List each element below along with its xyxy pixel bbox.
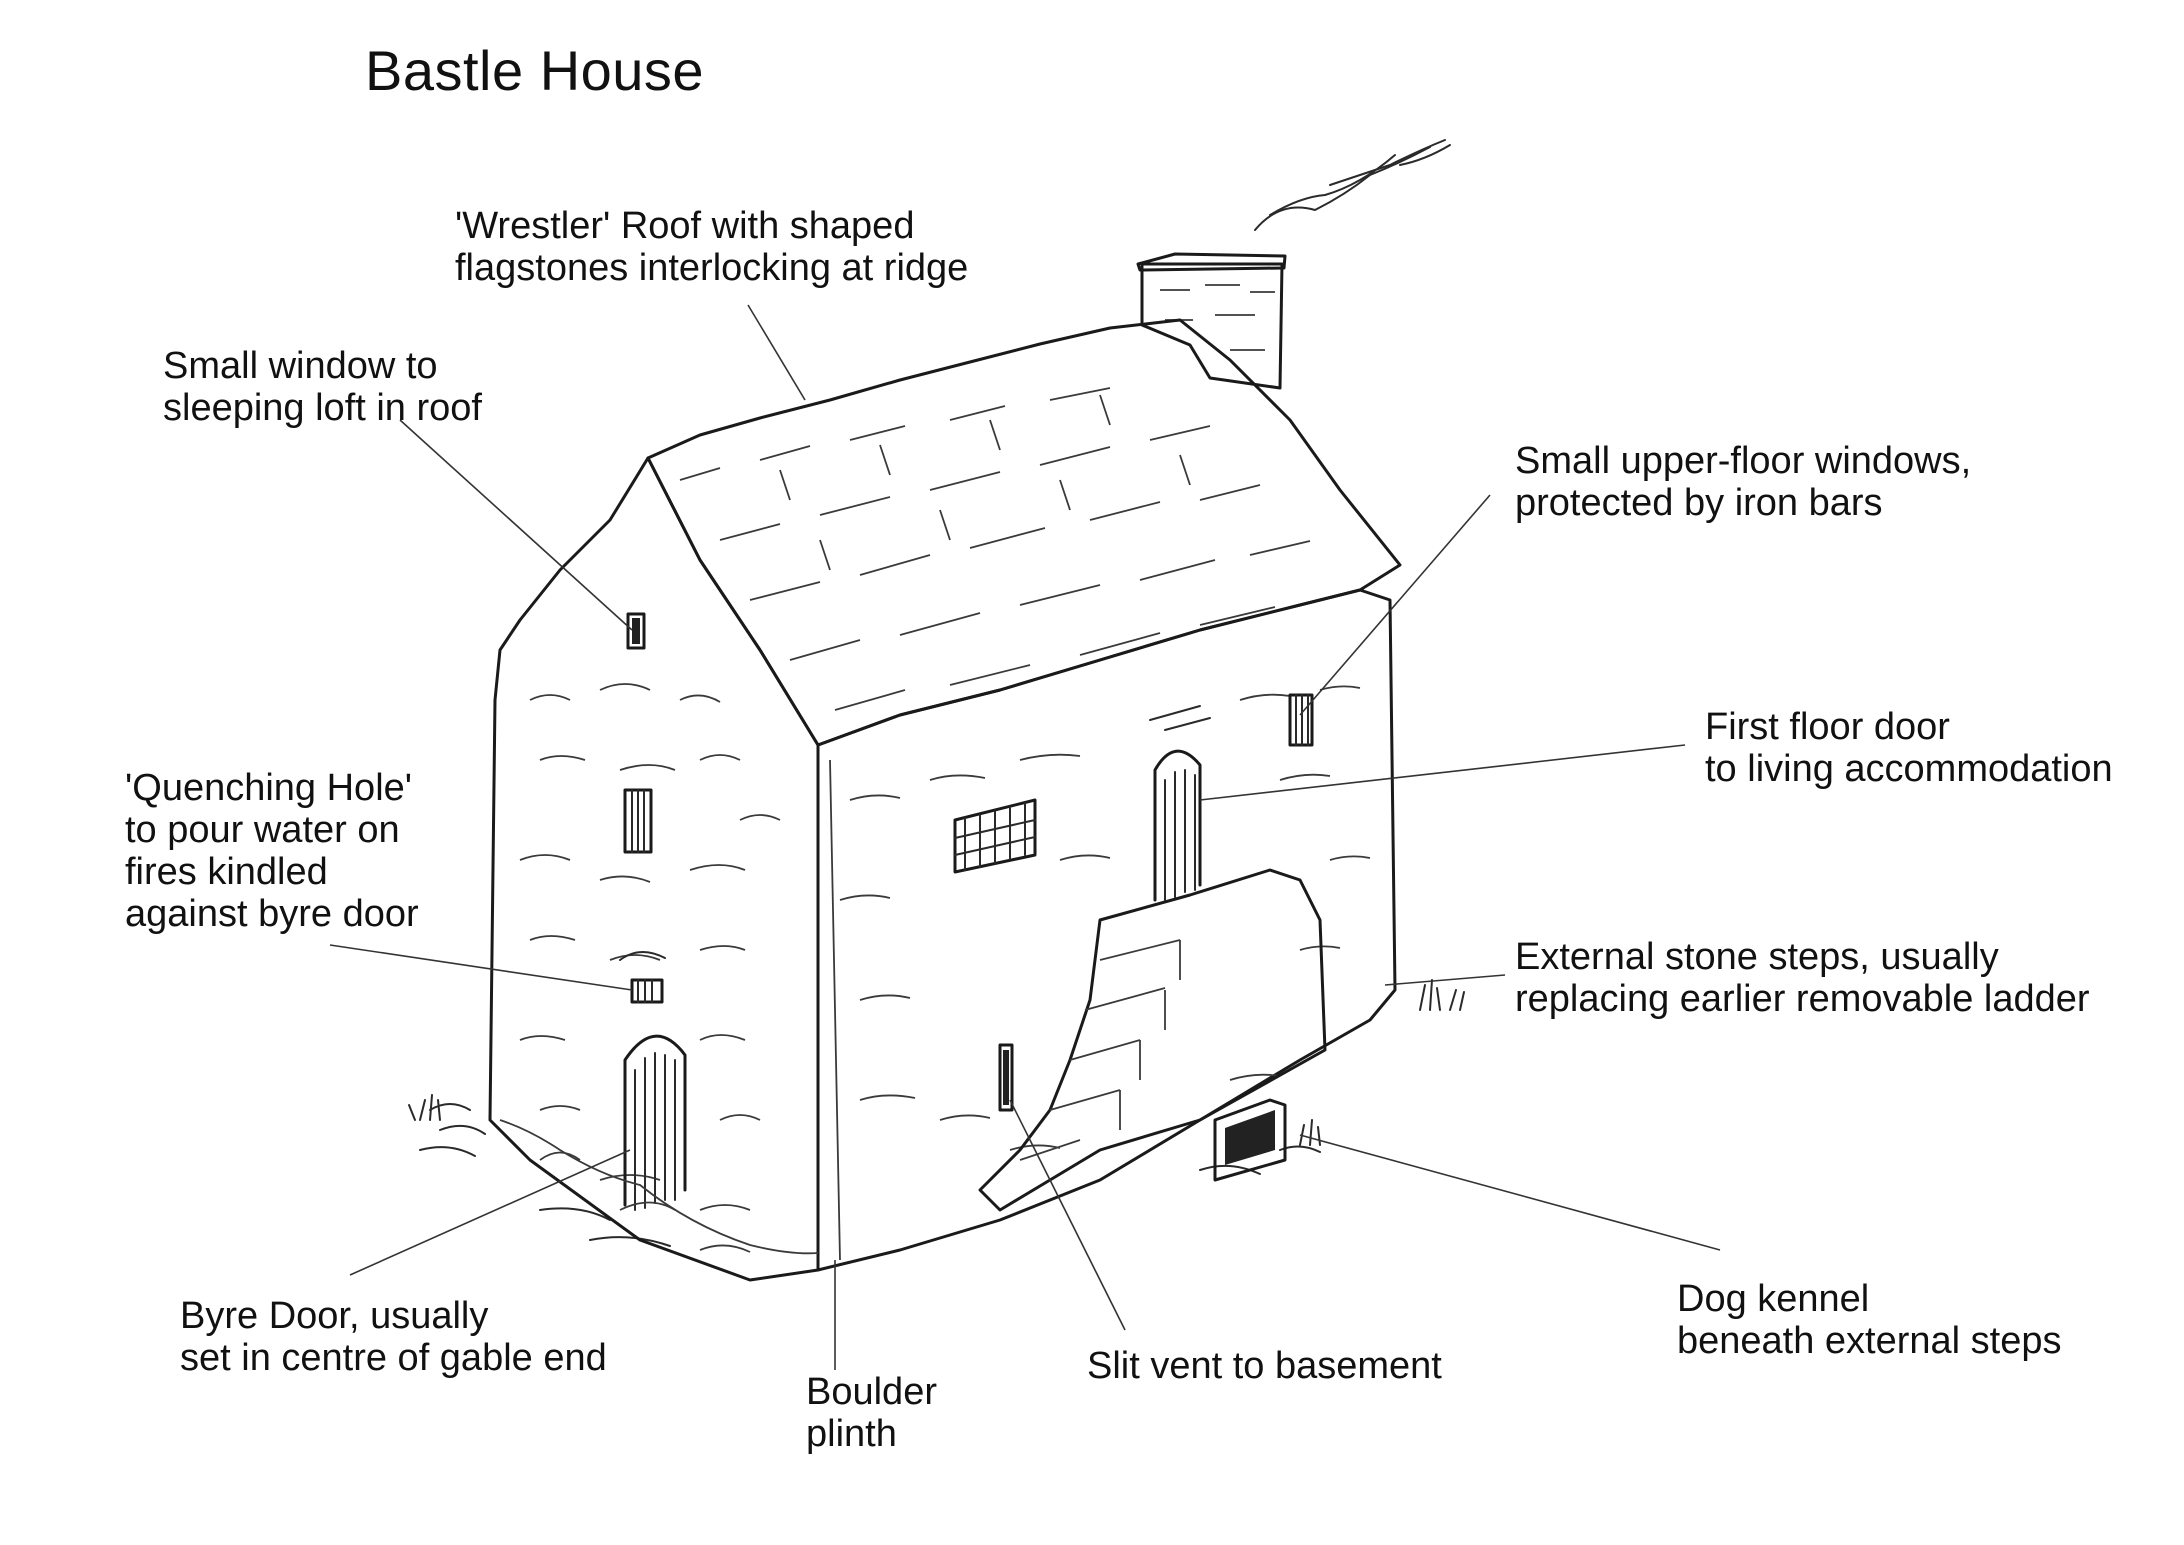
gable-loft-window [626,612,646,650]
leader-stone-steps [1384,974,1506,986]
gable-upper-window [623,788,653,854]
label-loft-window: Small window to sleeping loft in roof [163,345,482,429]
front-wall [816,588,1397,1272]
leader-dog-kennel [1299,1134,1721,1251]
label-first-floor-door: First floor door to living accommodation [1705,706,2113,790]
ground [419,1103,1321,1247]
label-byre-door: Byre Door, usually set in centre of gabl… [180,1295,607,1379]
leader-byre-door [349,1149,631,1276]
label-slit-vent: Slit vent to basement [1087,1345,1442,1387]
label-quenching-hole: 'Quenching Hole' to pour water on fires … [125,767,419,935]
leader-first-floor-door [1199,744,1686,801]
leader-roof [747,304,806,401]
external-steps [978,868,1327,1212]
leader-slit-vent [1009,1099,1126,1331]
front-window [953,798,1037,874]
label-roof: 'Wrestler' Roof with shaped flagstones i… [455,205,969,289]
boulder-plinth [499,1119,819,1255]
quenching-hole-feature [619,951,666,1004]
leader-loft-window [399,419,633,631]
byre-door [623,1034,687,1211]
smoke [1254,139,1451,231]
leader-upper-windows [1299,494,1491,716]
date-stone [1149,705,1211,731]
diagram-title: Bastle House [365,39,705,102]
grass-tufts [408,979,1465,1146]
label-stone-steps: External stone steps, usually replacing … [1515,936,2090,1020]
first-floor-door [1153,749,1202,902]
small-upper-window [1288,693,1314,747]
gable-wall [488,456,820,1282]
label-upper-windows: Small upper-floor windows, protected by … [1515,440,1972,524]
label-plinth: Boulder plinth [806,1371,937,1455]
leader-quenching-hole [329,944,633,991]
dog-kennel [1213,1098,1287,1182]
leader-lines [329,304,1721,1370]
slit-vent [998,1043,1014,1112]
label-dog-kennel: Dog kennel beneath external steps [1677,1278,2062,1362]
